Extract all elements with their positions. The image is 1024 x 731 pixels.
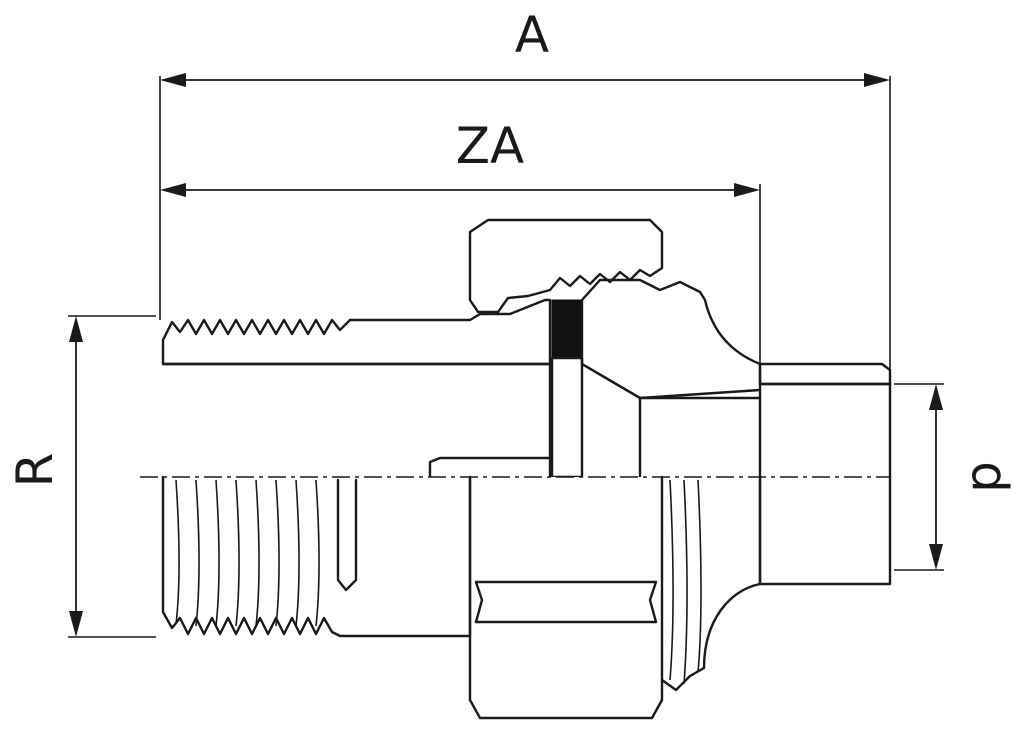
bottom-view: [161, 475, 892, 720]
dimension-p-label: p: [954, 461, 1012, 493]
seal: [551, 299, 583, 359]
male-thread-wall: [161, 298, 552, 366]
pipe-spigot-outline: [758, 475, 892, 586]
union-nut: [468, 218, 664, 314]
dimension-r-label: R: [6, 453, 64, 488]
dimension-r: R: [6, 315, 156, 638]
top-section: [161, 218, 892, 477]
hex-nut: [468, 475, 664, 720]
dimension-p: p: [894, 383, 1012, 571]
pipe-spigot: [758, 362, 892, 386]
dimension-a-label: A: [515, 6, 549, 64]
dimension-za-label: ZA: [456, 117, 524, 175]
dimension-a: A: [159, 6, 891, 372]
dimension-za: ZA: [160, 117, 761, 392]
male-thread-outline: [161, 475, 472, 638]
